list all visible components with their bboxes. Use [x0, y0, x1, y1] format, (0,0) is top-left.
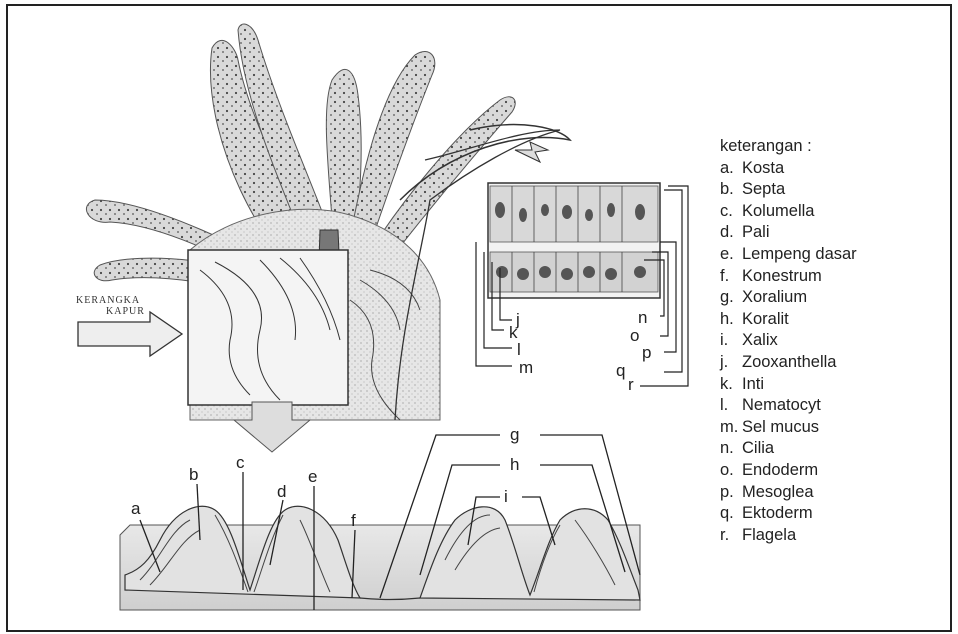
legend-item: g.Xoralium	[720, 287, 857, 309]
legend-item: c.Kolumella	[720, 201, 857, 223]
legend-text: Koralit	[742, 310, 789, 328]
cell-row-top	[490, 186, 658, 242]
legend-text: Lempeng dasar	[742, 245, 857, 263]
legend-item: k.Inti	[720, 374, 857, 396]
legend-key: i.	[720, 330, 742, 352]
legend-key: q.	[720, 503, 742, 525]
legend-text: Kosta	[742, 159, 784, 177]
legend-text: Zooxanthella	[742, 353, 836, 371]
legend-item: e.Lempeng dasar	[720, 244, 857, 266]
legend-text: Mesoglea	[742, 483, 814, 501]
callout-d: d	[277, 483, 286, 500]
legend-item: b.Septa	[720, 179, 857, 201]
callout-m: m	[519, 359, 533, 376]
legend-key: e.	[720, 244, 742, 266]
legend-text: Kolumella	[742, 202, 814, 220]
legend-item: n.Cilia	[720, 438, 857, 460]
legend-text: Endoderm	[742, 461, 818, 479]
legend: keterangan : a.Kosta b.Septa c.Kolumella…	[720, 136, 857, 546]
legend-item: h.Koralit	[720, 309, 857, 331]
callout-p: p	[642, 344, 651, 361]
legend-key: c.	[720, 201, 742, 223]
callout-l: l	[517, 341, 521, 358]
kerangka-label-line1: KERANGKA	[76, 296, 140, 306]
callout-f: f	[351, 512, 356, 529]
legend-key: k.	[720, 374, 742, 396]
legend-text: Xoralium	[742, 288, 807, 306]
legend-text: Cilia	[742, 439, 774, 457]
legend-key: r.	[720, 525, 742, 547]
callout-b: b	[189, 466, 198, 483]
kerangka-label-line2: KAPUR	[106, 307, 145, 317]
callout-q: q	[616, 362, 625, 379]
legend-item: r.Flagela	[720, 525, 857, 547]
callout-k: k	[509, 324, 518, 341]
legend-item: l.Nematocyt	[720, 395, 857, 417]
callout-h: h	[510, 456, 519, 473]
legend-item: i.Xalix	[720, 330, 857, 352]
callout-g: g	[510, 426, 519, 443]
legend-key: h.	[720, 309, 742, 331]
legend-title: keterangan :	[720, 136, 857, 158]
legend-key: a.	[720, 158, 742, 180]
cell-row-bottom	[490, 252, 658, 292]
legend-text: Nematocyt	[742, 396, 821, 414]
callout-a: a	[131, 500, 140, 517]
legend-key: l.	[720, 395, 742, 417]
legend-key: j.	[720, 352, 742, 374]
legend-item: f.Konestrum	[720, 266, 857, 288]
legend-text: Septa	[742, 180, 785, 198]
legend-text: Konestrum	[742, 267, 822, 285]
legend-item: a.Kosta	[720, 158, 857, 180]
cross-section-box	[188, 250, 348, 405]
legend-text: Pali	[742, 223, 770, 241]
legend-key: n.	[720, 438, 742, 460]
legend-item: m.Sel mucus	[720, 417, 857, 439]
legend-item: j.Zooxanthella	[720, 352, 857, 374]
legend-item: d.Pali	[720, 222, 857, 244]
legend-key: g.	[720, 287, 742, 309]
callout-c: c	[236, 454, 245, 471]
legend-item: q.Ektoderm	[720, 503, 857, 525]
legend-text: Flagela	[742, 526, 796, 544]
callout-i: i	[504, 488, 508, 505]
legend-key: b.	[720, 179, 742, 201]
legend-key: f.	[720, 266, 742, 288]
legend-item: p.Mesoglea	[720, 482, 857, 504]
legend-key: o.	[720, 460, 742, 482]
legend-item: o.Endoderm	[720, 460, 857, 482]
legend-text: Inti	[742, 375, 764, 393]
legend-key: d.	[720, 222, 742, 244]
callout-o: o	[630, 327, 639, 344]
legend-text: Sel mucus	[742, 418, 819, 436]
callout-n: n	[638, 309, 647, 326]
legend-key: p.	[720, 482, 742, 504]
legend-key: m.	[720, 417, 742, 439]
legend-text: Ektoderm	[742, 504, 813, 522]
callout-e: e	[308, 468, 317, 485]
callout-r: r	[628, 376, 634, 393]
legend-text: Xalix	[742, 331, 778, 349]
